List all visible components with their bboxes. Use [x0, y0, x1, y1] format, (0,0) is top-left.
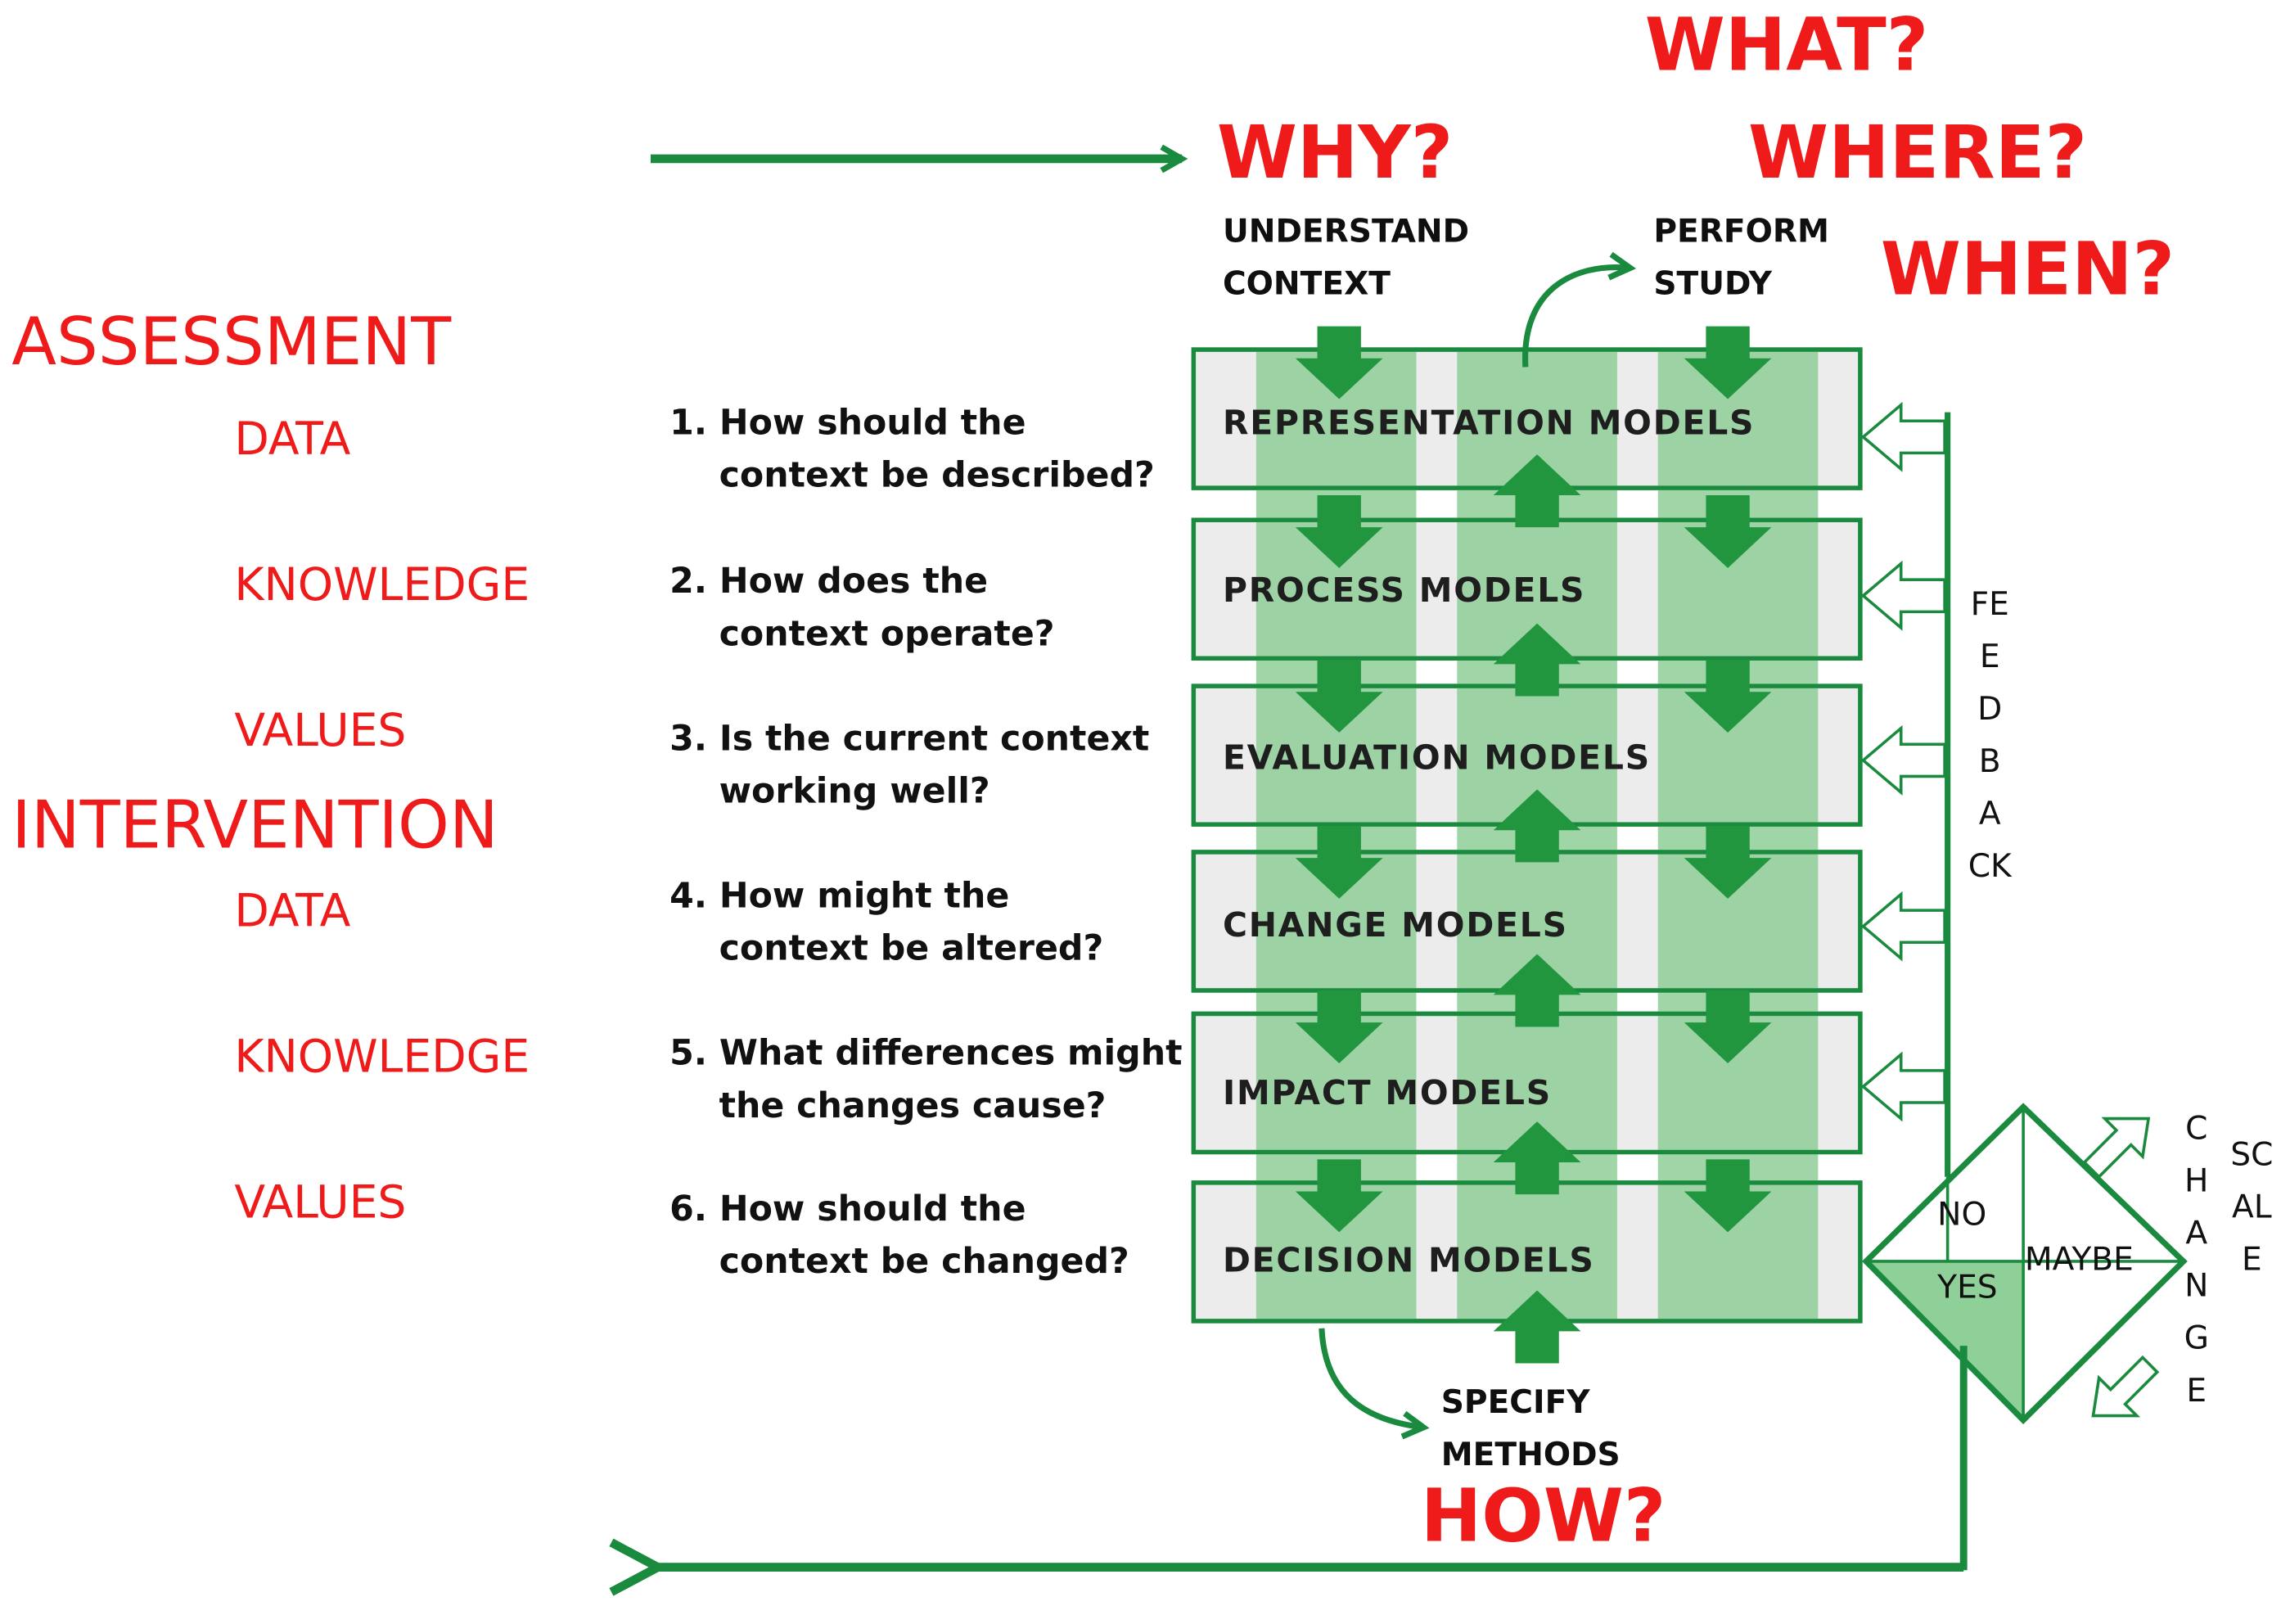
- model-representation: REPRESENTATION MODELS: [1222, 404, 1756, 443]
- change-label: CHANGE: [2184, 1111, 2209, 1410]
- assessment-data-label: DATA: [234, 413, 351, 467]
- feedback-label: FEEDBACK: [1968, 587, 2012, 886]
- intervention-values-label: VALUES: [234, 1176, 407, 1229]
- specify-curve-arrow: [1319, 1328, 1423, 1428]
- decision-yes-label: YES: [1937, 1270, 1998, 1307]
- scale-label: SCALE: [2230, 1137, 2274, 1279]
- change-scale-arrows: [2082, 1116, 2160, 1418]
- assessment-knowledge-label: KNOWLEDGE: [234, 559, 530, 612]
- intervention-knowledge-label: KNOWLEDGE: [234, 1031, 530, 1084]
- model-decision: DECISION MODELS: [1222, 1242, 1595, 1281]
- model-process: PROCESS MODELS: [1222, 572, 1586, 611]
- intervention-label: INTERVENTION: [11, 786, 498, 864]
- perform-curve-arrow: [1522, 268, 1630, 368]
- model-impact: IMPACT MODELS: [1222, 1075, 1552, 1113]
- why-label: WHY?: [1216, 111, 1454, 196]
- decision-no-label: NO: [1937, 1197, 1987, 1234]
- how-label: HOW?: [1420, 1473, 1666, 1559]
- assessment-label: ASSESSMENT: [11, 303, 452, 381]
- up-arrows-col2: [1493, 454, 1581, 1364]
- where-label: WHERE?: [1747, 111, 2088, 196]
- assessment-values-label: VALUES: [234, 705, 407, 758]
- green-bands: [1255, 350, 1819, 1321]
- decision-maybe-label: MAYBE: [2024, 1242, 2134, 1279]
- when-label: WHEN?: [1880, 227, 2175, 312]
- down-arrows-col1: [1295, 326, 1383, 1233]
- feedback-arrows: [1860, 401, 1946, 1122]
- intervention-data-label: DATA: [234, 885, 351, 938]
- decision-diamond: [1861, 1103, 2188, 1424]
- model-change: CHANGE MODELS: [1222, 907, 1568, 945]
- what-label: WHAT?: [1644, 2, 1929, 88]
- model-evaluation: EVALUATION MODELS: [1222, 739, 1651, 778]
